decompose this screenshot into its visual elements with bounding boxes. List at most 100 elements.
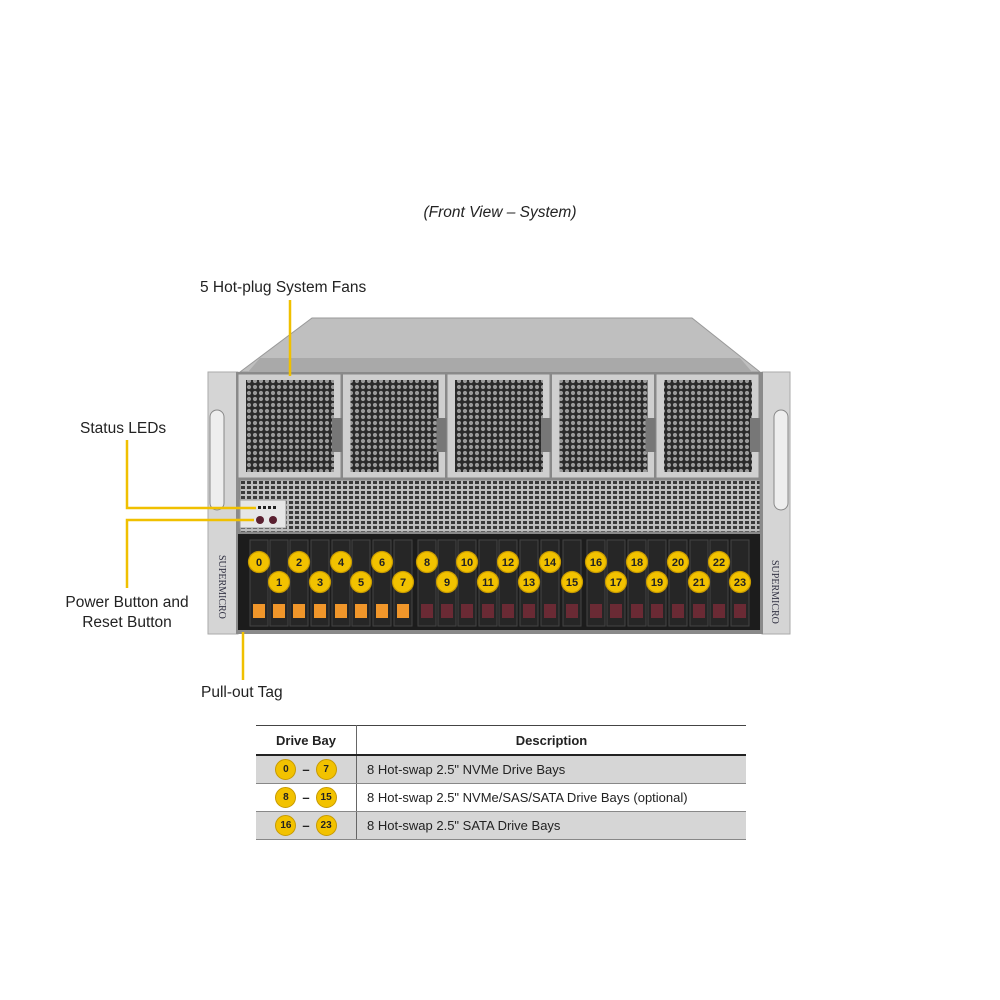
drive-number-label: 11: [476, 570, 500, 594]
drive-number-text: 19: [651, 577, 663, 589]
drive-release-tab[interactable]: [672, 604, 684, 618]
reset-button[interactable]: [269, 516, 277, 524]
drive-number-text: 12: [502, 557, 514, 569]
drive-release-tab[interactable]: [355, 604, 367, 618]
drive-number-text: 17: [610, 577, 622, 589]
drive-number-label: 2: [287, 550, 311, 574]
fan-latch[interactable]: [645, 418, 656, 452]
drive-release-tab[interactable]: [590, 604, 602, 618]
header-description: Description: [356, 725, 746, 756]
drive-release-tab[interactable]: [651, 604, 663, 618]
drive-release-tab[interactable]: [734, 604, 746, 618]
bay-from: 8: [275, 787, 297, 808]
drive-bay-table: Drive Bay Description 0–7 8 Hot-swap 2.5…: [256, 725, 746, 840]
drive-number-label: 10: [455, 550, 479, 574]
drive-number-text: 23: [734, 577, 746, 589]
drive-release-tab[interactable]: [631, 604, 643, 618]
drive-release-tab[interactable]: [482, 604, 494, 618]
drive-number-label: 20: [666, 550, 690, 574]
table-row: 8–15 8 Hot-swap 2.5" NVMe/SAS/SATA Drive…: [256, 783, 746, 812]
control-panel: [239, 499, 287, 529]
drive-number-text: 14: [544, 557, 557, 569]
drive-number-text: 16: [590, 557, 602, 569]
system-fan[interactable]: [655, 373, 760, 479]
brand-left: SUPERMICRO: [216, 555, 227, 619]
drive-number-label: 3: [308, 570, 332, 594]
system-fan[interactable]: [237, 373, 342, 479]
drive-release-tab[interactable]: [397, 604, 409, 618]
drive-number-text: 11: [482, 577, 494, 589]
drive-release-tab[interactable]: [544, 604, 556, 618]
drive-release-tab[interactable]: [566, 604, 578, 618]
drive-release-tab[interactable]: [610, 604, 622, 618]
drive-number-text: 5: [358, 577, 364, 589]
drive-release-tab[interactable]: [293, 604, 305, 618]
handle-right[interactable]: [773, 409, 789, 511]
drive-release-tab[interactable]: [273, 604, 285, 618]
bay-from: 0: [275, 759, 297, 780]
drive-number-text: 15: [566, 577, 578, 589]
drive-number-label: 16: [584, 550, 608, 574]
bay-from: 16: [275, 815, 297, 836]
fan-latch[interactable]: [436, 418, 447, 452]
drive-release-tab[interactable]: [314, 604, 326, 618]
drive-number-label: 5: [349, 570, 373, 594]
table-row: 0–7 8 Hot-swap 2.5" NVMe Drive Bays: [256, 755, 746, 784]
header-drive-bay: Drive Bay: [256, 725, 357, 756]
drive-release-tab[interactable]: [523, 604, 535, 618]
drive-number-label: 19: [645, 570, 669, 594]
power-button[interactable]: [256, 516, 264, 524]
system-fan[interactable]: [551, 373, 656, 479]
drive-number-label: 15: [560, 570, 584, 594]
callout-pull-out-tag: Pull-out Tag: [201, 684, 283, 701]
drive-number-label: 8: [415, 550, 439, 574]
bay-to: 23: [315, 815, 337, 836]
callout-status-leds: Status LEDs: [80, 420, 167, 437]
drive-number-text: 22: [713, 557, 725, 569]
drive-number-label: 18: [625, 550, 649, 574]
fan-latch[interactable]: [332, 418, 342, 452]
drive-release-tab[interactable]: [693, 604, 705, 618]
drive-release-tab[interactable]: [441, 604, 453, 618]
drive-number-label: 12: [496, 550, 520, 574]
handle-left[interactable]: [209, 409, 225, 511]
system-fan[interactable]: [342, 373, 447, 479]
drive-number-text: 13: [523, 577, 535, 589]
row-description: 8 Hot-swap 2.5" NVMe/SAS/SATA Drive Bays…: [356, 783, 746, 812]
drive-number-label: 21: [687, 570, 711, 594]
status-leds: [258, 506, 276, 509]
drive-number-text: 10: [461, 557, 473, 569]
drive-number-text: 4: [338, 557, 345, 569]
drive-release-tab[interactable]: [335, 604, 347, 618]
drive-number-text: 6: [379, 557, 385, 569]
drive-number-text: 21: [693, 577, 705, 589]
drive-number-label: 14: [538, 550, 562, 574]
drive-number-text: 18: [631, 557, 643, 569]
drive-release-tab[interactable]: [502, 604, 514, 618]
drive-release-tab[interactable]: [713, 604, 725, 618]
fan-latch[interactable]: [541, 418, 551, 452]
drive-release-tab[interactable]: [461, 604, 473, 618]
table-row: 16–23 8 Hot-swap 2.5" SATA Drive Bays: [256, 811, 746, 840]
bay-to: 15: [315, 787, 337, 808]
brand-right: SUPERMICRO: [769, 560, 780, 624]
drive-number-label: 6: [370, 550, 394, 574]
drive-number-text: 0: [256, 557, 262, 569]
fan-latch[interactable]: [750, 418, 760, 452]
drive-release-tab[interactable]: [253, 604, 265, 618]
drive-number-label: 7: [391, 570, 415, 594]
system-fan[interactable]: [446, 373, 551, 479]
drive-number-label: 22: [707, 550, 731, 574]
drive-number-label: 1: [267, 570, 291, 594]
drive-number-text: 7: [400, 577, 406, 589]
vent-grille: [239, 479, 761, 533]
drive-release-tab[interactable]: [421, 604, 433, 618]
drive-number-label: 4: [329, 550, 353, 574]
drive-number-label: 9: [435, 570, 459, 594]
callout-line-2: Reset Button: [82, 614, 172, 631]
callout-line-1: Power Button and: [65, 594, 189, 611]
drive-release-tab[interactable]: [376, 604, 388, 618]
figure-caption: (Front View – System): [423, 204, 577, 221]
row-description: 8 Hot-swap 2.5" SATA Drive Bays: [356, 811, 746, 840]
